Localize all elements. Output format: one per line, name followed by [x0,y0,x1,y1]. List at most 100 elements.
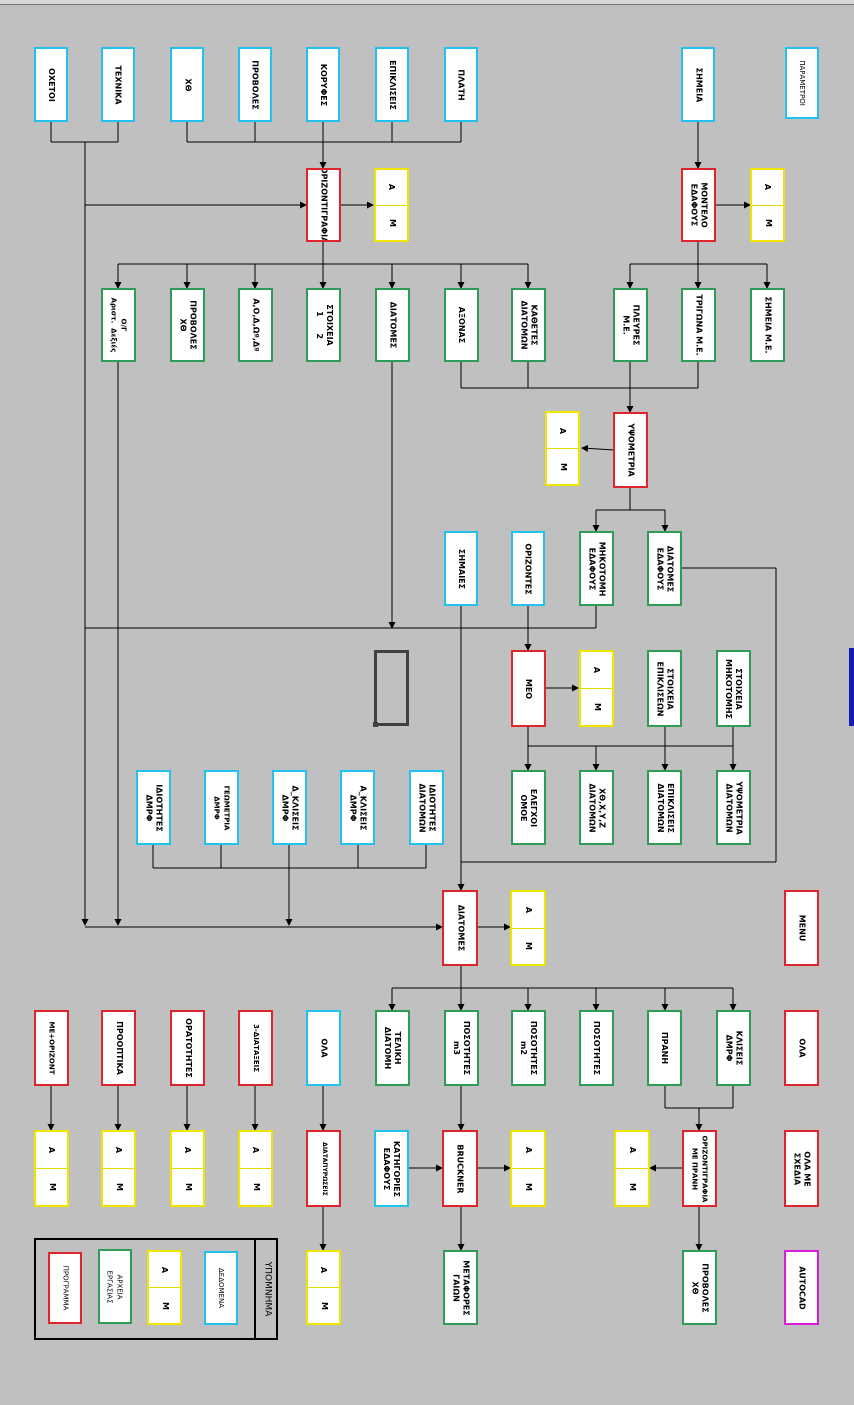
node-simeia-me[interactable]: ΣΗΜΕΙΑ Μ.Ε. [750,288,785,362]
node-provoles-xth-2[interactable]: ΠΡΟΒΟΛΕΣ ΧΘ [682,1250,717,1325]
am-label-m: Μ [524,942,533,951]
am-label-m: Μ [558,462,568,471]
node-ola-me-sxedia[interactable]: ΟΛΑ ΜΕ ΣΧΕΔΙΑ [784,1130,819,1207]
node-orizontes[interactable]: ΟΡΙΖΟΝΤΕΣ [511,531,545,606]
node-label: ΠΑΡΑΜΕΤΡΟΙ [798,60,807,106]
node-aodq[interactable]: Α,Ο,Δ,Ωº,Δº [238,288,273,362]
node-label: ΟΡΙΖΟΝΤΙΓΡΑΦΙΑ [319,168,329,242]
node-trigona-me[interactable]: ΤΡΙΓΩΝΑ Μ.Ε. [681,288,716,362]
node-xth[interactable]: ΧΘ [170,47,204,122]
node-diatomes-mid[interactable]: ΔΙΑΤΟΜΕΣ [375,288,410,362]
node-pranh[interactable]: ΠΡΑΝΗ [647,1010,682,1086]
node-montelo-edafous[interactable]: ΜΟΝΤΕΛΟ ΕΔΑΦΟΥΣ [681,168,716,242]
node-prooptika[interactable]: ΠΡΟΟΠΤΙΚΑ [101,1010,136,1086]
node-ypsometria[interactable]: ΥΨΟΜΕΤΡΙΑ [613,412,648,488]
legend [34,1238,278,1340]
node-kliseis-dmrf[interactable]: ΚΛΙΣΕΙΣ ΔΜΡΦ [716,1010,751,1086]
node-simaies[interactable]: ΣΗΜΑΙΕΣ [444,531,478,606]
node-bruckner[interactable]: BRUCKNER [442,1130,478,1207]
node-provoles[interactable]: ΠΡΟΒΟΛΕΣ [238,47,272,122]
node-ola-blue[interactable]: ΟΛΑ [306,1010,341,1086]
node-idiotites-dmrf[interactable]: ΙΔΙΟΤΗΤΕΣ ΔΜΡΦ [136,770,171,845]
node-epikliseis[interactable]: ΕΠΙΚΛΙΣΕΙΣ [375,47,409,122]
node-label: ΟΡΙΖΟΝΤΙΓΡΑΦΙΑ ΜΕ ΠΡΑΝΗ [690,1135,709,1202]
node-label: ΤΕΧΝΙΚΑ [114,64,123,105]
node-mikotomi-edafous[interactable]: ΜΗΚΟΤΟΜΗ ΕΔΑΦΟΥΣ [579,531,614,606]
node-kathetes-diatomwn[interactable]: ΚΑΘΕΤΕΣ ΔΙΑΤΟΜΩΝ [511,288,546,362]
node-katigories-edafous[interactable]: ΚΑΤΗΓΟΡΙΕΣ ΕΔΑΦΟΥΣ [374,1130,409,1207]
node-texnika[interactable]: ΤΕΧΝΙΚΑ [101,47,135,122]
node-koryfes[interactable]: ΚΟΡΥΦΕΣ [306,47,340,122]
node-orizontiografia[interactable]: ΟΡΙΖΟΝΤΙΓΡΑΦΙΑ [306,168,341,242]
node-diatapyroseis[interactable]: ΔΙΑΤΑΠΥΡΩΣΕΙΣ [306,1130,341,1207]
node-label: ΠΛΑΤΗ [457,68,467,101]
node-label: ΚΑΘΕΤΕΣ ΔΙΑΤΟΜΩΝ [519,300,539,350]
am-label-a: Α [558,427,568,434]
node-posotites-m3[interactable]: ΠΟΣΟΤΗΤΕΣ m3 [444,1010,479,1086]
node-oxetoi[interactable]: ΟΧΕΤΟΙ [34,47,68,122]
node-parametroi[interactable]: ΠΑΡΑΜΕΤΡΟΙ [785,47,819,119]
node-xth-xyz-diatomwn[interactable]: ΧΘ,Χ,Υ,Ζ ΔΙΑΤΟΜΩΝ [579,770,614,845]
node-label: ΣΤΟΙΧΕΙΑ 1 2 [314,304,334,346]
node-geometria-dmrf[interactable]: ΓΕΩΜΕΤΡΙΑ ΔΜΡΦ [204,770,239,845]
node-label: ΠΡΟΒΟΛΕΣ ΧΘ [690,1262,710,1313]
node-meo[interactable]: ΜΕΟ [511,650,546,727]
node-diatomes-edafous[interactable]: ΔΙΑΤΟΜΕΣ ΕΔΑΦΟΥΣ [647,531,682,606]
node-label: ΣΗΜΕΙΑ [694,67,704,102]
node-og-aristera-dexia[interactable]: Ο/Γ Αριστ. Δεξιές [101,288,136,362]
scroll-marker [849,648,854,726]
node-stoixeia-mikotomis[interactable]: ΣΤΟΙΧΕΙΑ ΜΗΚΟΤΟΜΗΣ [716,650,751,727]
node-stoixeia-epiklisewn[interactable]: ΣΤΟΙΧΕΙΑ ΕΠΙΚΛΙΣΕΩΝ [647,650,682,727]
node-idiotites-diatomwn[interactable]: ΙΔΙΟΤΗΤΕΣ ΔΙΑΤΟΜΩΝ [409,770,444,845]
node-d-kliseis-dmrf[interactable]: Δ_ΚΛΙΣΕΙΣ ΔΜΡΦ [272,770,307,845]
node-axonas[interactable]: ΑΞΟΝΑΣ [444,288,479,362]
node-ypsometria-diatomwn[interactable]: ΥΨΟΜΕΤΡΙΑ ΔΙΑΤΟΜΩΝ [716,770,751,845]
node-me-orizont[interactable]: ΜΕ+ΟΡΙΖΟΝΤ [34,1010,69,1086]
node-diatomes-main[interactable]: ΔΙΑΤΟΜΕΣ [442,890,478,966]
node-a-kliseis-dmrf[interactable]: Α_ΚΛΙΣΕΙΣ ΔΜΡΦ [340,770,375,845]
node-3-diatakseis[interactable]: 3-ΔΙΑΤΑΞΕΙΣ [238,1010,273,1086]
node-label: ΕΠΙΚΛΙΣΕΙΣ ΔΙΑΤΟΜΩΝ [655,782,675,833]
node-plevres-me[interactable]: ΠΛΕΥΡΕΣ Μ.Ε. [613,288,648,362]
node-menu[interactable]: MENU [784,890,819,966]
node-stoixeia-1-2[interactable]: ΣΤΟΙΧΕΙΑ 1 2 [306,288,341,362]
node-teliki-diatomi[interactable]: ΤΕΛΙΚΗ ΔΙΑΤΟΜΗ [375,1010,410,1086]
node-elegxoi-omoe[interactable]: ΕΛΕΓΧΟΙ ΟΜΟΕ [511,770,546,845]
node-label: ΠΟΣΟΤΗΤΕΣ m2 [519,1020,539,1076]
node-ola-red[interactable]: ΟΛΑ [784,1010,819,1086]
node-posotites-m2[interactable]: ΠΟΣΟΤΗΤΕΣ m2 [511,1010,546,1086]
node-label: 3-ΔΙΑΤΑΞΕΙΣ [251,1024,260,1072]
legend-work-files: ΑΡΧΕΙΑ ΕΡΓΑΣΙΑΣ [98,1249,132,1324]
node-label: ΙΔΙΟΤΗΤΕΣ ΔΙΑΤΟΜΩΝ [417,782,437,833]
node-plati[interactable]: ΠΛΑΤΗ [444,47,478,122]
node-epikliseis-diatomwn[interactable]: ΕΠΙΚΛΙΣΕΙΣ ΔΙΑΤΟΜΩΝ [647,770,682,845]
node-label: ΚΛΙΣΕΙΣ ΔΜΡΦ [724,1030,744,1066]
node-simeia[interactable]: ΣΗΜΕΙΑ [681,47,715,122]
node-provoles-xth[interactable]: ΠΡΟΒΟΛΕΣ ΧΘ [170,288,205,362]
node-label: MENU [797,914,807,942]
am-label-m: Μ [319,1301,329,1310]
node-posotites[interactable]: ΠΟΣΟΤΗΤΕΣ [579,1010,614,1086]
node-label: ΚΑΤΗΓΟΡΙΕΣ ΕΔΑΦΟΥΣ [382,1140,402,1197]
am-label-m: Μ [114,1183,124,1191]
node-orizontiografia-me-pranh[interactable]: ΟΡΙΖΟΝΤΙΓΡΑΦΙΑ ΜΕ ΠΡΑΝΗ [682,1130,717,1207]
node-metafores-gaiwn[interactable]: ΜΕΤΑΦΟΡΕΣ ΓΑΙΩΝ [443,1250,478,1325]
node-oratotites[interactable]: ΟΡΑΤΟΤΗΤΕΣ [170,1010,205,1086]
am-label-a: Α [763,184,773,191]
node-label: ΧΘ,Χ,Υ,Ζ ΔΙΑΤΟΜΩΝ [587,782,607,833]
am-label-a: Α [251,1146,261,1154]
node-autocad[interactable]: AUTOCAD [784,1250,819,1325]
node-label: ΥΨΟΜΕΤΡΙΑ ΔΙΑΤΟΜΩΝ [724,780,744,835]
